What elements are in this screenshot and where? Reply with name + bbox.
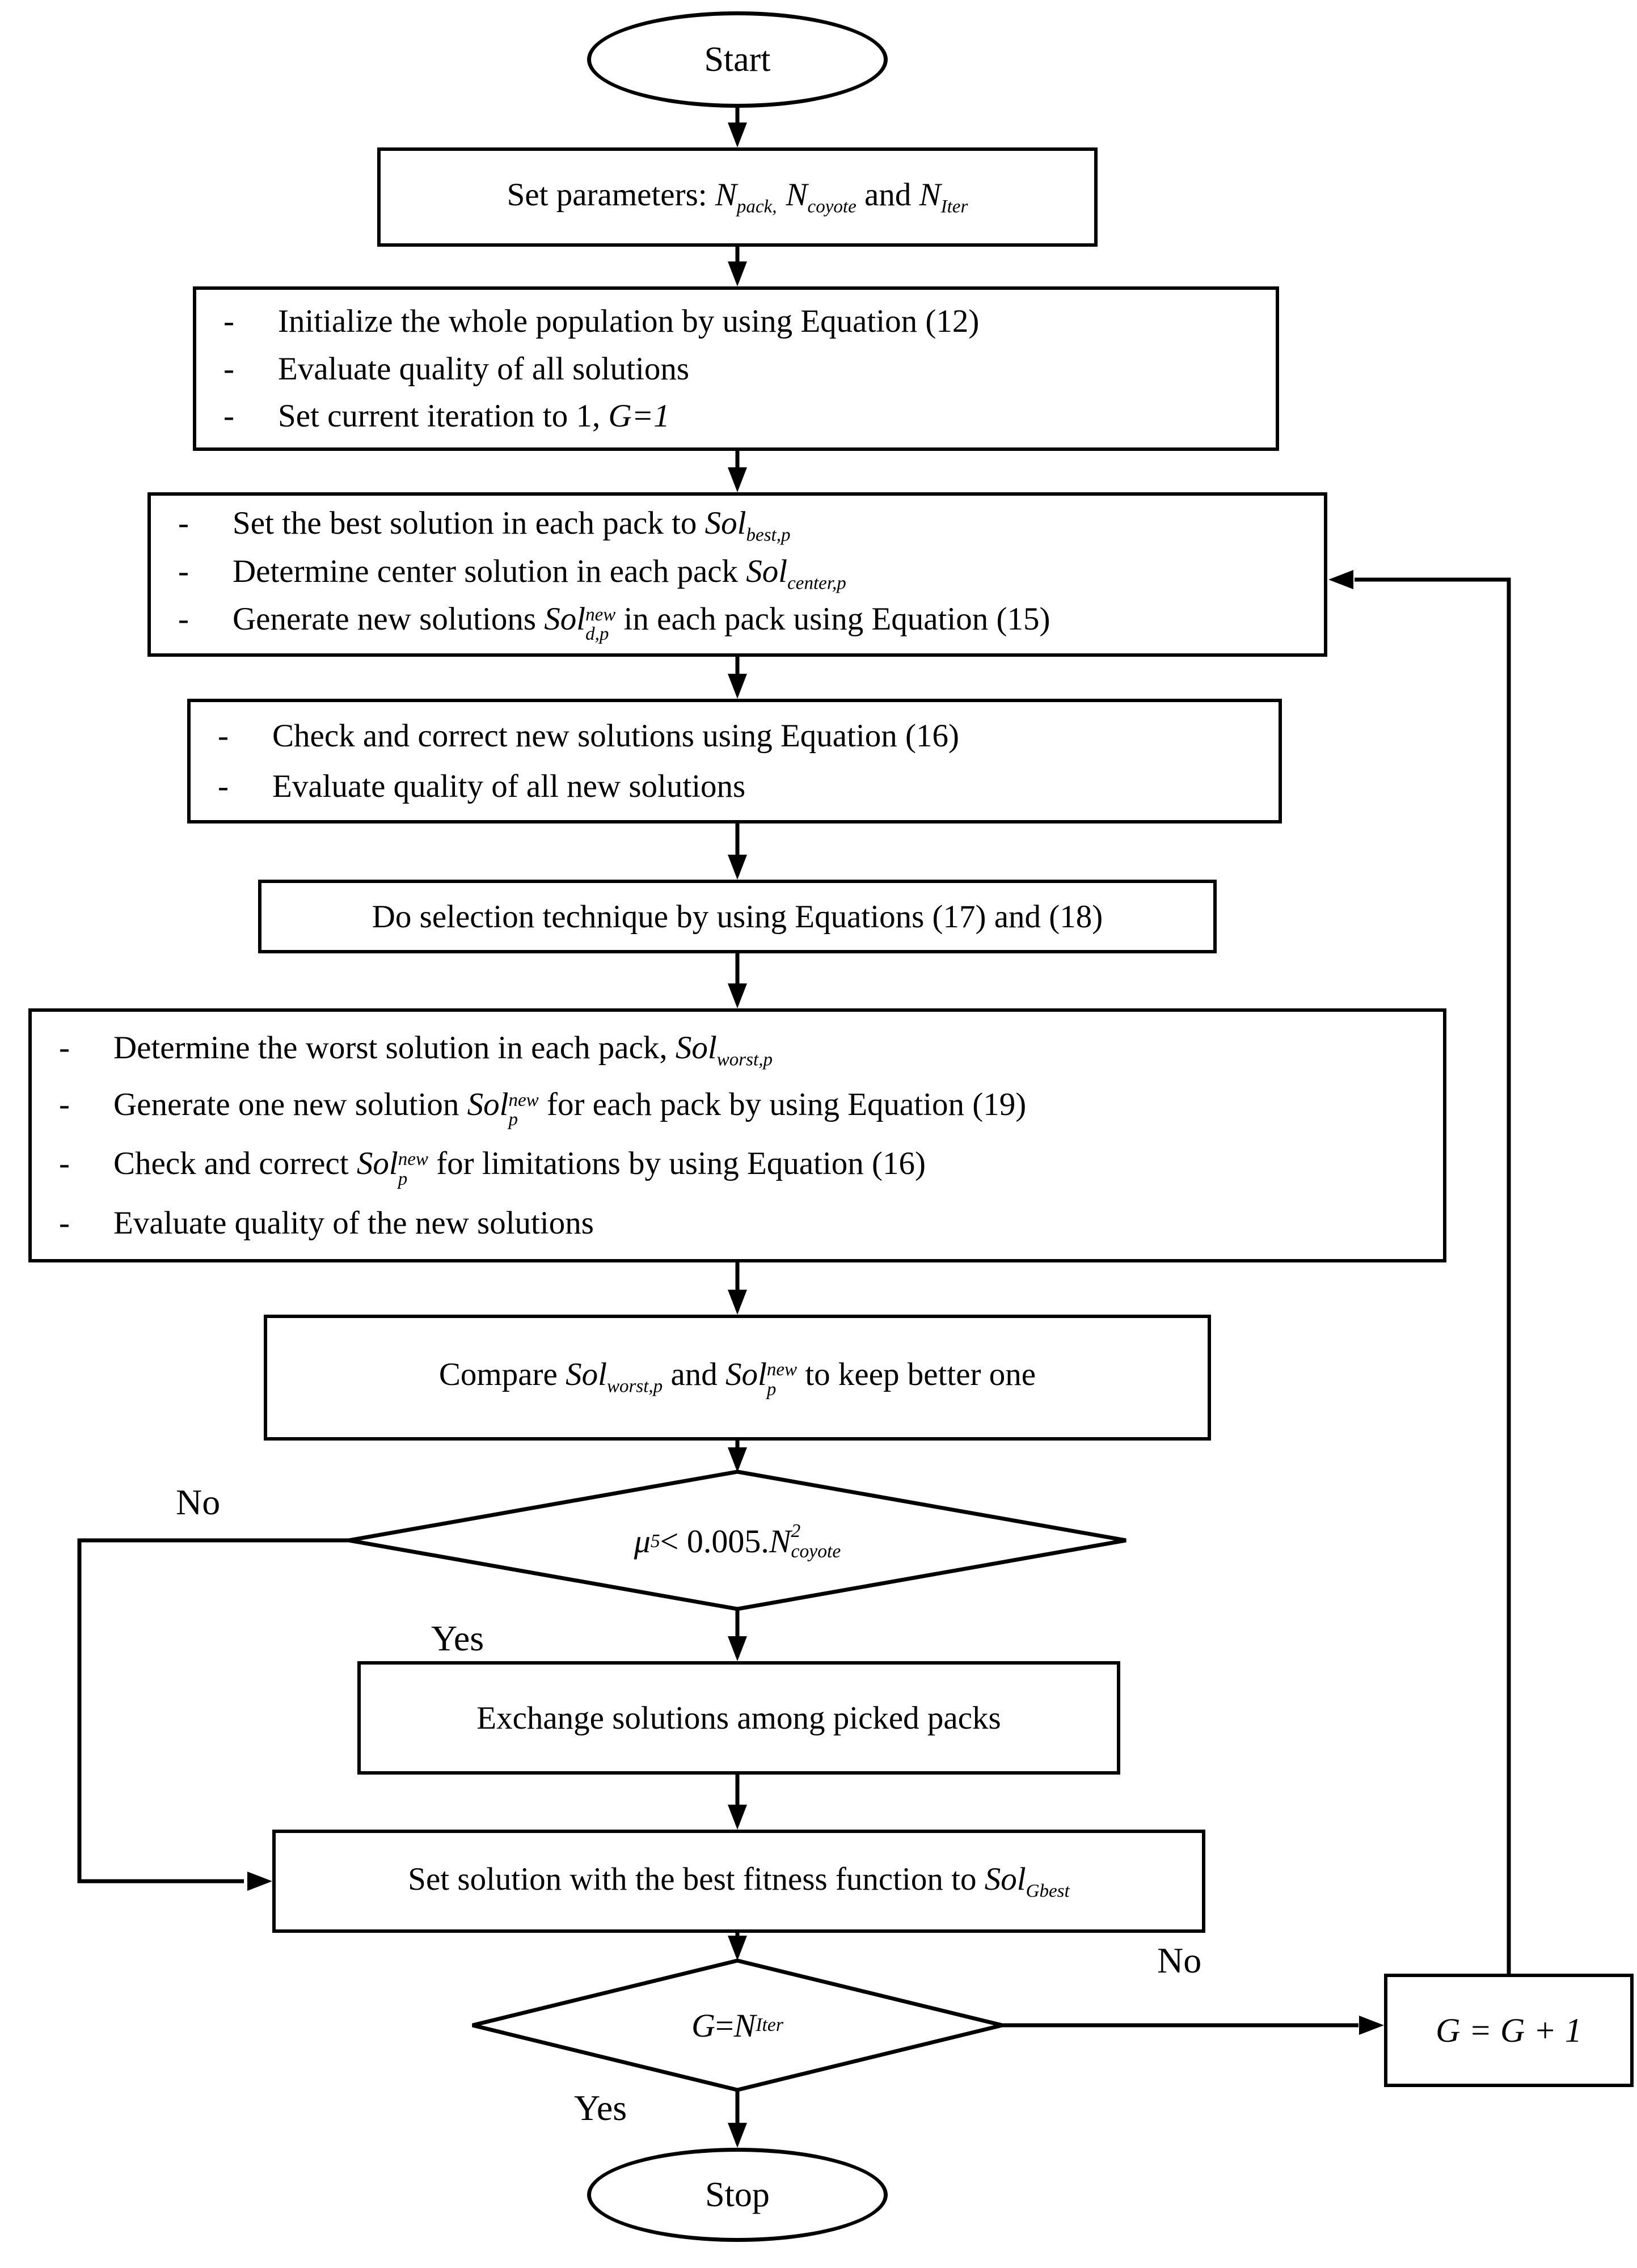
arrowhead-into-setparams: [728, 123, 747, 147]
arrowhead-into-selection: [728, 855, 747, 880]
bullet-line: -Determine center solution in each pack …: [168, 553, 1307, 594]
terminator-start: Start: [587, 11, 888, 108]
arrowhead-into-decision1: [728, 1447, 747, 1472]
flow-label-no-decision1: No: [176, 1482, 221, 1522]
math-mu: μ: [634, 1523, 651, 1560]
bullet-dash: -: [218, 718, 229, 754]
math-sol: Sol: [704, 505, 746, 541]
arrowhead-into-init: [728, 261, 747, 286]
math-sol: Sol: [725, 1356, 767, 1392]
math-sol: Sol: [746, 553, 788, 589]
math-sub: best,p: [746, 525, 791, 546]
math-g: G: [691, 2007, 715, 2044]
process-set-gbest: Set solution with the best fitness funct…: [272, 1830, 1205, 1933]
bullet-line: -Evaluate quality of the new solutions: [49, 1205, 1426, 1241]
bullet-dash: -: [59, 1146, 70, 1182]
arrowhead-into-packupdate: [728, 467, 747, 492]
bullet-dash: -: [178, 601, 189, 637]
math-n: N: [733, 2007, 756, 2044]
process-initialize-population: -Initialize the whole population by usin…: [193, 286, 1279, 451]
math-sub: center,p: [787, 573, 846, 594]
bullet-line: -Evaluate quality of all solutions: [213, 350, 1259, 387]
arrowhead-into-worst: [728, 983, 747, 1008]
arrowhead-into-stop: [728, 2123, 747, 2148]
bullet-line: -Evaluate quality of all new solutions: [208, 768, 1261, 805]
math-g-equals-1: G=1: [608, 398, 670, 434]
bullet-line: -Set current iteration to 1, G=1: [213, 398, 1259, 434]
bullet-line: -Determine the worst solution in each pa…: [49, 1029, 1426, 1071]
math-sol: Sol: [675, 1030, 717, 1066]
bullet-dash: -: [59, 1205, 70, 1241]
bullet-dash: -: [59, 1030, 70, 1066]
arrowhead-loop-into-packupdate: [1328, 570, 1353, 589]
math-sub: Iter: [756, 2014, 783, 2035]
connector-decision1-setgbest-no: [77, 1538, 349, 1883]
bullet-dash: -: [223, 350, 234, 387]
process-increment: G = G + 1: [1384, 1974, 1634, 2087]
math-n-pack: N: [715, 177, 737, 213]
arrowhead-into-decision2: [728, 1936, 747, 1961]
bullet-line: -Initialize the whole population by usin…: [213, 303, 1259, 340]
math-sub: worst,p: [606, 1376, 663, 1397]
process-set-parameters: Set parameters: Npack,Ncoyote and NIter: [377, 147, 1098, 247]
decision-exchange-shape: [348, 1469, 1127, 1611]
process-check-correct: -Check and correct new solutions using E…: [187, 699, 1282, 823]
process-pack-update: -Set the best solution in each pack to S…: [147, 492, 1327, 657]
flow-label-no-decision2: No: [1157, 1940, 1202, 1980]
stop-label: Stop: [705, 2175, 770, 2214]
bullet-dash: -: [178, 505, 189, 541]
bullet-dash: -: [218, 768, 229, 804]
start-label: Start: [704, 40, 771, 79]
bullet-line: -Check and correct new solutions using E…: [208, 717, 1261, 754]
bullet-dash: -: [223, 303, 234, 339]
terminator-stop: Stop: [587, 2148, 888, 2242]
math-sol: Sol: [566, 1356, 607, 1392]
bullet-dash: -: [59, 1087, 70, 1123]
math-sub: pack,: [736, 196, 777, 217]
math-n-iter: N: [919, 177, 941, 213]
process-worst-update: -Determine the worst solution in each pa…: [28, 1008, 1446, 1262]
flow-label-yes-decision1: Yes: [431, 1618, 484, 1658]
bullet-line: -Set the best solution in each pack to S…: [168, 505, 1307, 546]
math-n-coyote: N: [786, 177, 808, 213]
math-sub: Gbest: [1026, 1881, 1070, 1902]
arrowhead-into-setgbest: [728, 1805, 747, 1830]
process-selection: Do selection technique by using Equation…: [258, 880, 1217, 953]
math-sol: Sol: [544, 601, 586, 637]
arrowhead-into-compare: [728, 1290, 747, 1315]
math-sol: Sol: [984, 1861, 1026, 1897]
flow-label-yes-decision2: Yes: [574, 2088, 627, 2128]
connector-increment-packupdate-loop: [1355, 577, 1511, 1974]
math-sub: Iter: [940, 196, 968, 217]
math-sub: 5: [650, 1530, 660, 1552]
bullet-dash: -: [178, 553, 189, 589]
arrowhead-into-check: [728, 674, 747, 699]
set-parameters-text: Set parameters: Npack,Ncoyote and NIter: [507, 177, 968, 217]
arrowhead-no2-into-increment: [1359, 2016, 1384, 2035]
arrowhead-into-exchange: [728, 1636, 747, 1661]
arrowhead-no1-into-setgbest: [247, 1872, 272, 1891]
math-sub: coyote: [807, 196, 857, 217]
process-exchange: Exchange solutions among picked packs: [357, 1661, 1120, 1775]
math-sol: Sol: [356, 1146, 398, 1182]
math-sub: worst,p: [716, 1049, 773, 1070]
bullet-dash: -: [223, 398, 234, 434]
math-n: N: [769, 1523, 791, 1560]
decision-iteration-shape: [472, 1958, 1003, 2092]
math-sol: Sol: [467, 1087, 509, 1123]
